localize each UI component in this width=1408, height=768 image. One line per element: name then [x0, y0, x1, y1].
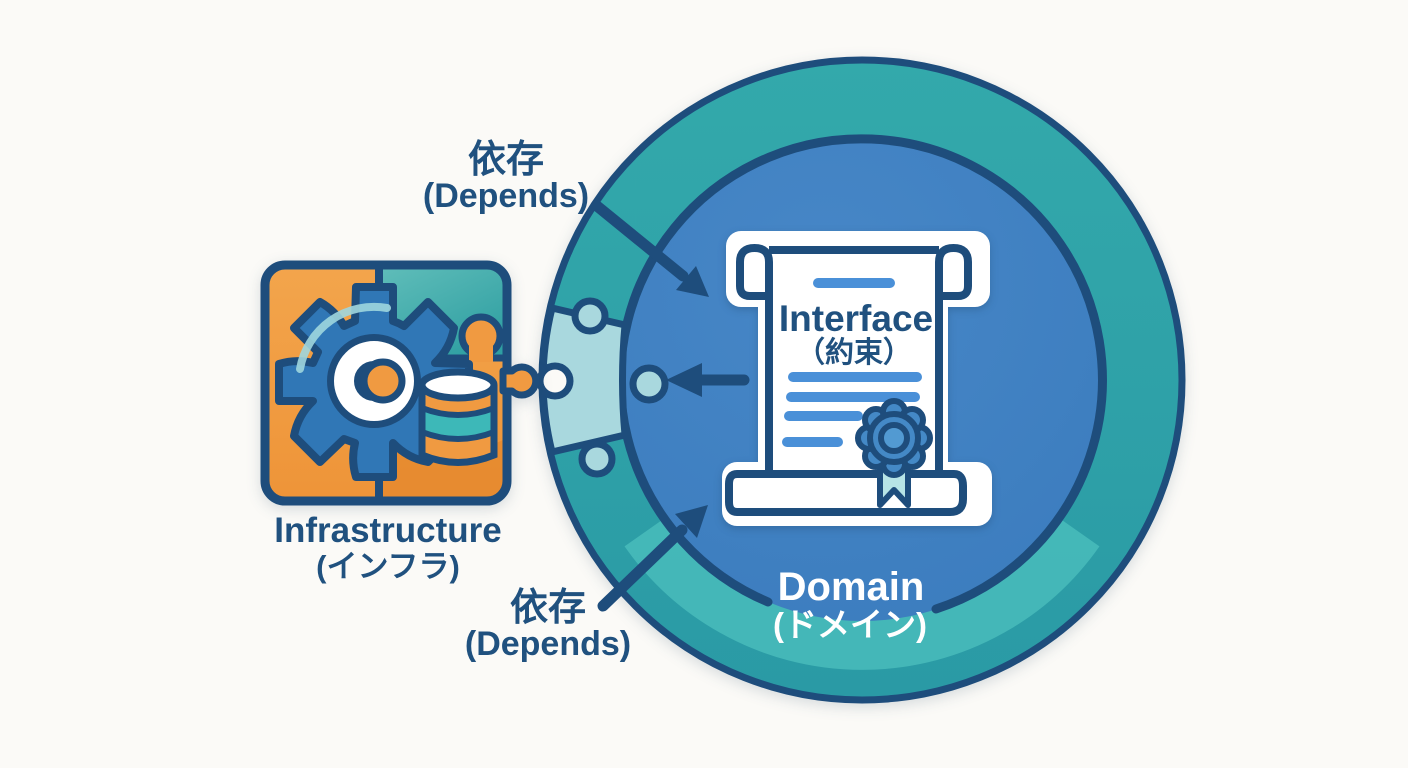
socket-piece-knob-top	[571, 297, 609, 335]
domain-label-jp: (ドメイン)	[773, 606, 927, 643]
interface-label-jp: （約束）	[796, 335, 912, 369]
puzzle-tab-icon	[499, 363, 540, 399]
socket-piece-body	[539, 304, 629, 456]
db-ring-2	[420, 429, 496, 442]
domain-inner-border	[615, 134, 1107, 614]
infrastructure-label-jp: (インフラ)	[316, 549, 460, 584]
depends-bottom-label-en: (Depends)	[465, 625, 631, 663]
scroll-curl-top-right	[935, 244, 972, 300]
puzzle-socket-icon	[536, 297, 669, 478]
quadrant-knob-neck	[469, 344, 493, 362]
db-ring-1	[420, 405, 496, 418]
domain-label-en: Domain	[778, 565, 925, 609]
database-icon	[418, 368, 498, 466]
arrow-head	[675, 505, 708, 538]
depends-arrow-bottom	[597, 505, 708, 612]
arrow-head	[676, 266, 709, 297]
socket-piece-knob-right	[629, 364, 669, 404]
depends-arrow-top	[591, 200, 709, 297]
gear-highlight	[296, 302, 391, 373]
rosette-ribbon-icon	[855, 398, 933, 508]
ring-inner-highlight	[624, 517, 1100, 670]
arrow-shaft	[591, 200, 689, 282]
socket-piece-knob-bottom	[578, 440, 616, 478]
socket-hole	[536, 362, 574, 400]
depends-top-label-jp: 依存	[468, 139, 544, 181]
depends-bottom-label-jp: 依存	[510, 587, 586, 629]
scroll-certificate-icon: Interface （約束）	[722, 231, 992, 526]
scroll-curl-top-left	[736, 244, 773, 300]
scroll-paper-edges	[765, 246, 943, 474]
db-top	[418, 368, 498, 402]
interface-label-en: Interface	[779, 298, 933, 339]
depends-arrow-middle	[666, 363, 750, 397]
infrastructure-block	[260, 260, 540, 506]
arrow-head	[666, 363, 702, 397]
depends-top-label-en: (Depends)	[423, 177, 589, 215]
infrastructure-label-en: Infrastructure	[274, 511, 502, 550]
seal-inner-ring	[878, 422, 910, 454]
scroll-bottom-roll	[725, 470, 967, 516]
db-outline	[418, 385, 498, 466]
arrow-shaft	[597, 524, 688, 612]
gear-center-knob	[360, 358, 406, 404]
